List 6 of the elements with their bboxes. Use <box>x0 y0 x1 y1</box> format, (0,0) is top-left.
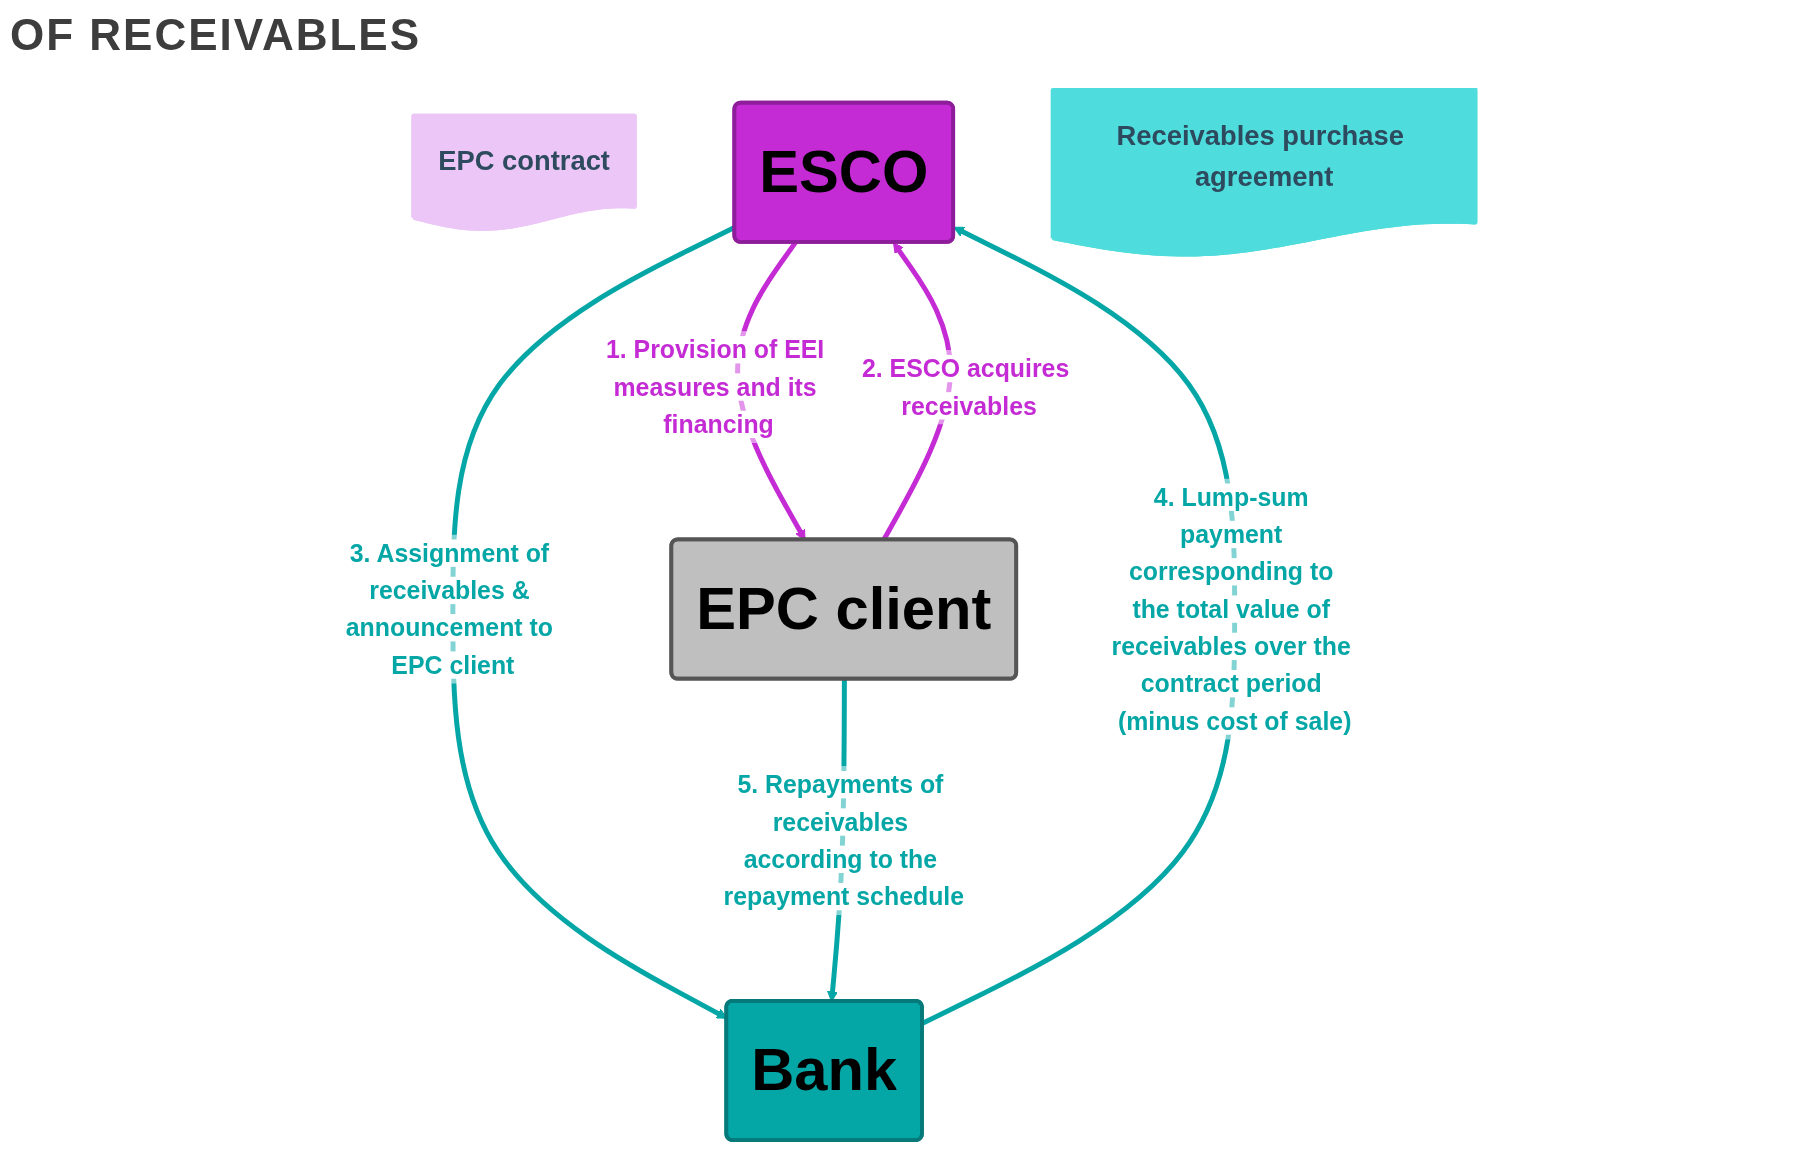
edge-label: 5. Repayments of receivables according to the repayment schedule <box>723 771 965 911</box>
edge-label: 1. Provision of EEI measures and its financing <box>605 336 825 439</box>
edge-label: 2. ESCO acquires receivables <box>861 354 1070 420</box>
edge-label: 4. Lump-sum payment corresponding to the total value of receivables over the contract period (minus cost of sale) <box>1111 483 1352 735</box>
diagram-title: OF RECEIVABLES <box>10 10 421 60</box>
edge-label: 3. Assignment of receivables & announcement to EPC client <box>345 539 554 679</box>
